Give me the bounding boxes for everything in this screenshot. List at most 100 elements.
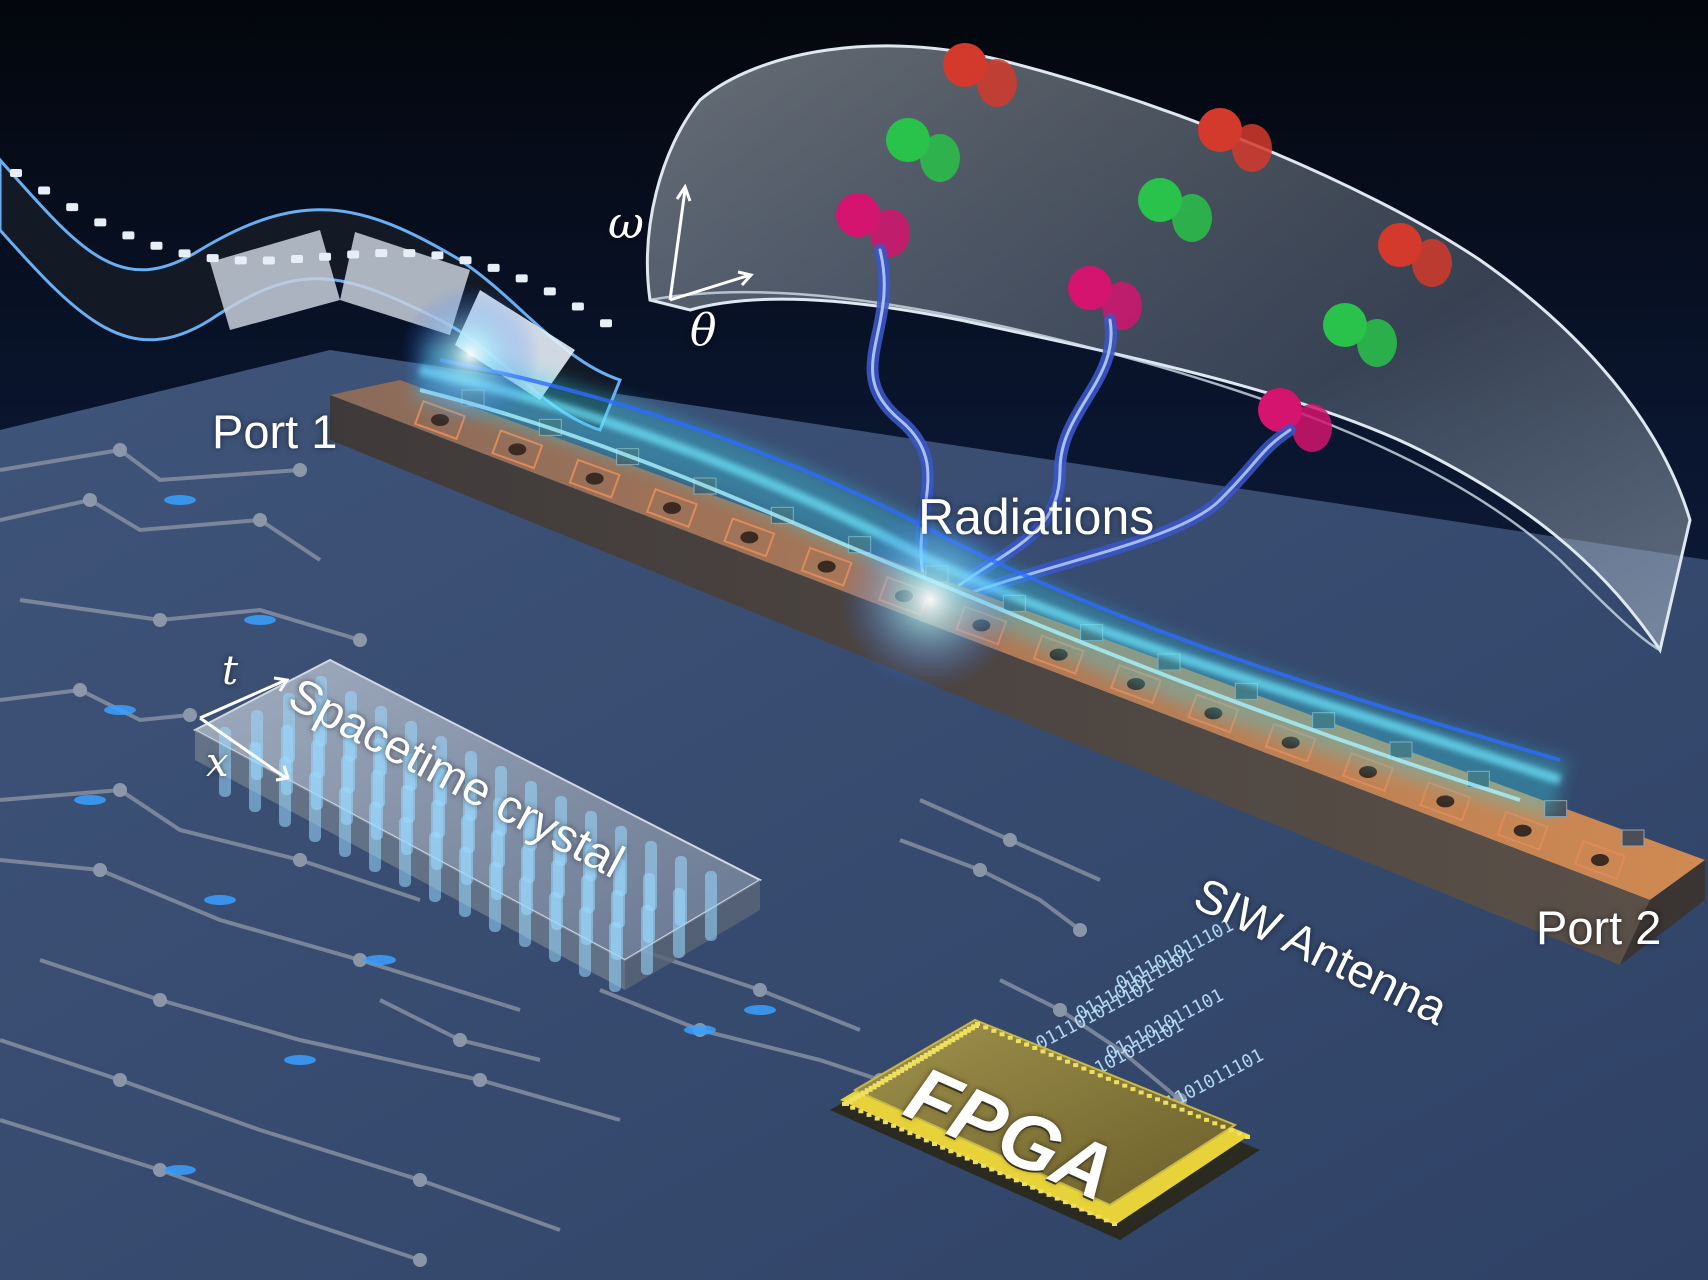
pattern-dot xyxy=(1323,303,1367,347)
trace-pad xyxy=(113,1073,127,1087)
film-hole xyxy=(515,274,528,283)
fpga-chip xyxy=(830,1018,1260,1240)
film-hole xyxy=(10,169,22,177)
film-hole xyxy=(431,251,444,260)
crystal-pillar xyxy=(315,676,327,746)
pattern-dot-tail xyxy=(1357,319,1397,367)
fpga-pin xyxy=(915,1134,921,1139)
pattern-dot-tail xyxy=(1412,239,1452,287)
film-hole xyxy=(403,249,416,258)
trace-pad xyxy=(413,1173,427,1187)
antenna-via xyxy=(817,560,836,573)
circuit-trace xyxy=(0,858,521,1012)
fpga-pin xyxy=(1005,1174,1011,1179)
circuit-trace xyxy=(0,497,322,562)
fpga-pin xyxy=(911,1059,916,1066)
fpga-pin xyxy=(907,1131,913,1136)
trace-pad xyxy=(153,993,167,1007)
fpga-pin xyxy=(1212,1121,1218,1126)
antenna-cell xyxy=(645,487,699,529)
wave-glow xyxy=(400,285,1568,819)
trace-pad xyxy=(73,683,87,697)
trace-glows xyxy=(74,495,776,1175)
circuit-trace xyxy=(0,1118,421,1262)
fpga-pin xyxy=(884,1076,889,1083)
antenna-cell xyxy=(1573,839,1627,881)
film-hole xyxy=(122,231,135,240)
film-hole xyxy=(66,203,79,212)
theta-axis-label: θ xyxy=(690,305,717,356)
fpga-pin xyxy=(947,1038,952,1045)
trace-glow xyxy=(364,955,396,965)
fpga-pin xyxy=(1146,1093,1152,1098)
crystal-pillar xyxy=(495,766,507,836)
film-hole xyxy=(375,249,388,258)
fpga-pin xyxy=(1024,1042,1030,1047)
radiations-label: Radiations xyxy=(918,489,1155,545)
fpga-pin xyxy=(1097,1073,1103,1078)
trace-glow xyxy=(74,795,106,805)
crystal-pillar xyxy=(465,751,477,821)
fpga-pin xyxy=(892,1071,897,1078)
trace-pad xyxy=(153,613,167,627)
crystal-pillar xyxy=(675,856,687,926)
pattern-dot xyxy=(943,43,987,87)
trace-pad xyxy=(93,863,107,877)
fpga-pin xyxy=(1112,1222,1117,1226)
pattern-dot-tail xyxy=(1232,124,1272,172)
trace-pad xyxy=(413,1253,427,1267)
fpga-pin xyxy=(896,1069,901,1076)
trace-pad xyxy=(453,1033,467,1047)
circuit-trace xyxy=(0,447,301,483)
fpga-pin xyxy=(951,1036,956,1043)
antenna-via xyxy=(1359,766,1377,778)
trace-glow xyxy=(104,705,136,715)
pattern-dot xyxy=(1138,178,1182,222)
film-hole xyxy=(262,256,275,265)
film-hole xyxy=(347,250,360,259)
fpga-pin xyxy=(880,1078,885,1085)
fpga-pin xyxy=(1163,1100,1169,1105)
fpga-pin xyxy=(989,1167,995,1172)
circuit-trace xyxy=(0,787,421,902)
circuit-board xyxy=(0,350,1708,1280)
fpga-pin xyxy=(1056,1056,1062,1061)
trace-glow xyxy=(204,895,236,905)
film-hole xyxy=(571,302,584,311)
fpga-pin xyxy=(991,1028,997,1033)
antenna-cell xyxy=(1496,810,1549,851)
fpga-pin xyxy=(864,1088,869,1095)
fpga-pin xyxy=(888,1074,893,1080)
film-hole xyxy=(543,287,556,296)
fpga-pin xyxy=(943,1040,948,1047)
fpga-pin xyxy=(1245,1135,1250,1139)
crystal-pillar xyxy=(525,781,537,851)
fpga-pin xyxy=(935,1045,940,1052)
fpga-pin xyxy=(1079,1207,1085,1212)
fpga-pin xyxy=(842,1102,847,1106)
spacetime-crystal xyxy=(192,658,763,992)
fpga-pin xyxy=(1195,1114,1201,1119)
trace-pad xyxy=(353,633,367,647)
trace-pad xyxy=(293,853,307,867)
antenna-via xyxy=(508,443,527,456)
fpga-pin xyxy=(1204,1117,1210,1122)
fpga-pin xyxy=(1007,1035,1013,1040)
fpga-pin xyxy=(964,1156,970,1161)
trace-pad xyxy=(113,443,127,457)
trace-pad xyxy=(473,1073,487,1087)
fpga-pin xyxy=(848,1097,853,1104)
fpga-pin xyxy=(852,1095,857,1102)
crystal-pillar xyxy=(405,721,417,791)
fpga-pin xyxy=(1103,1218,1109,1223)
circuit-trace xyxy=(599,988,881,1082)
fpga-pin xyxy=(868,1085,873,1092)
pattern-dot xyxy=(836,193,880,237)
trace-glow xyxy=(744,1005,776,1015)
film-hole xyxy=(487,263,500,272)
fpga-pin xyxy=(971,1024,976,1031)
fpga-pin xyxy=(997,1171,1003,1176)
t-axis-label: t xyxy=(222,648,239,694)
fpga-pin xyxy=(1114,1080,1120,1085)
